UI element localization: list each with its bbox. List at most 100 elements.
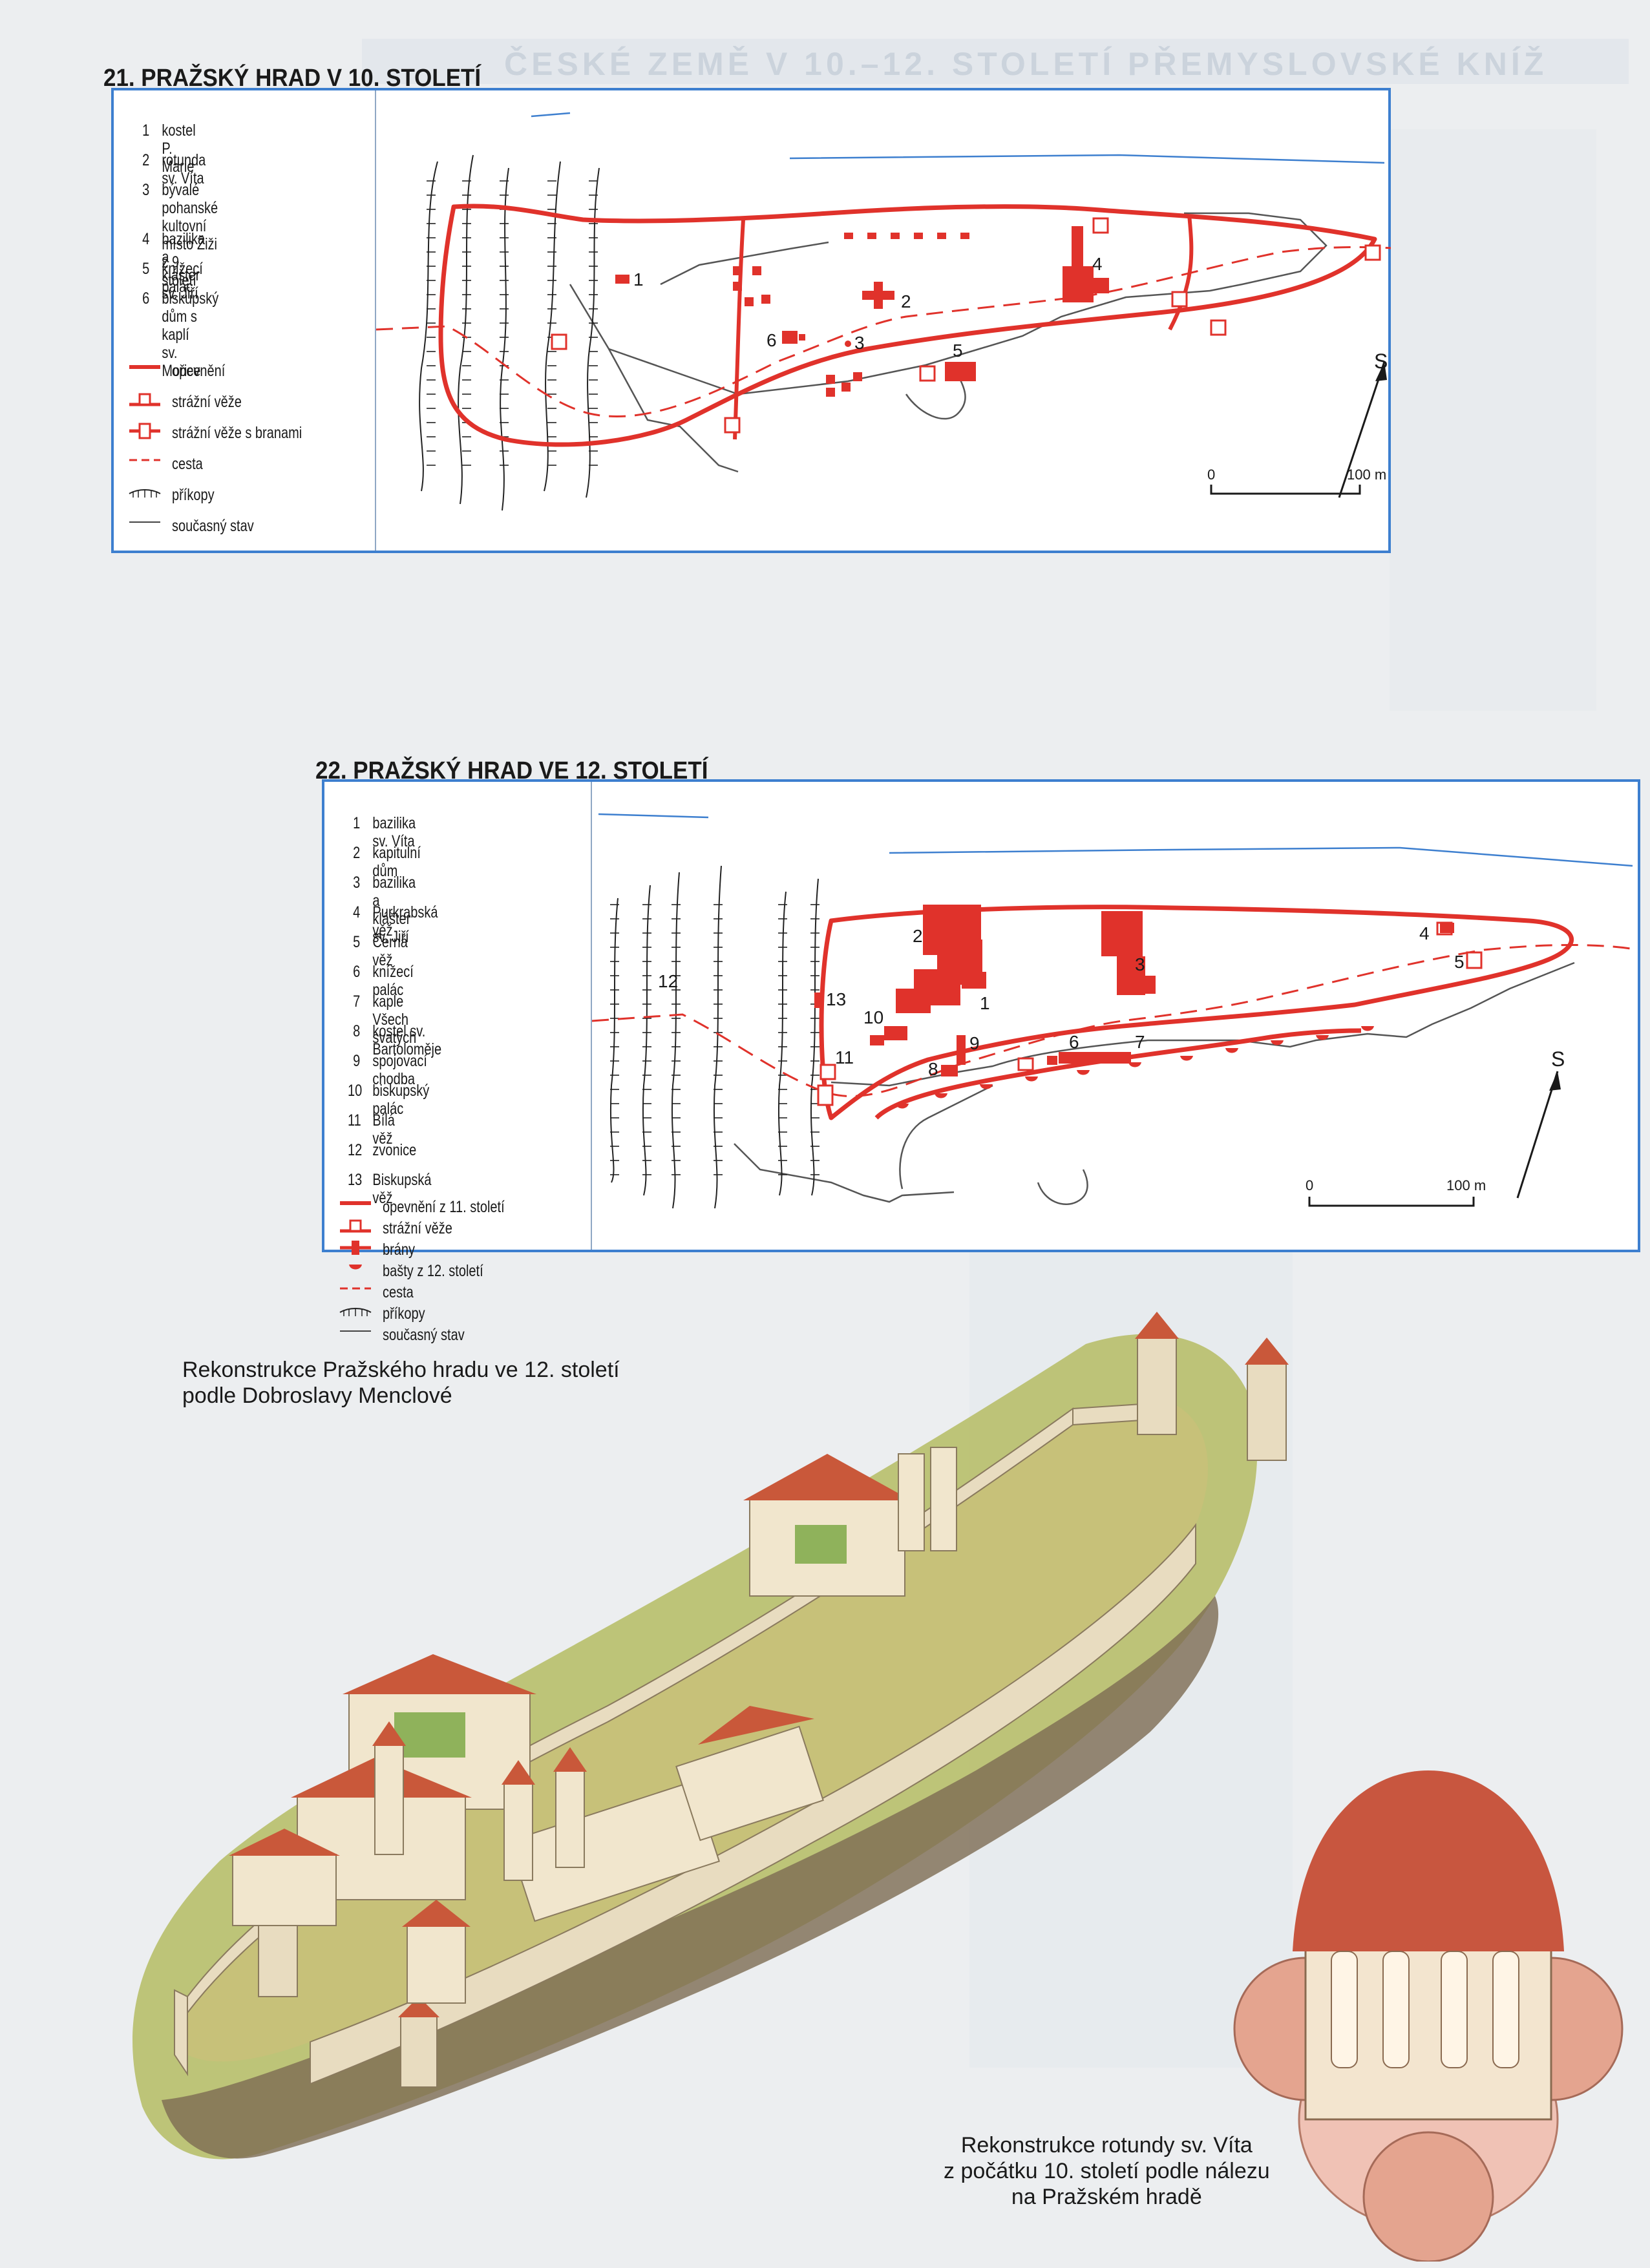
legend-text: kostel P. Marie (162, 121, 196, 176)
scale-bar (1210, 485, 1361, 495)
legend-text: spojovací chodba (372, 1052, 427, 1088)
map21-inner-wall (733, 219, 745, 440)
legend-number: 6 (353, 963, 361, 981)
moat-icon (128, 485, 162, 502)
map22-label-9: 9 (969, 1033, 980, 1053)
rotunda-columns (1331, 1951, 1519, 2068)
gate-icon (339, 1239, 372, 1259)
bastion (935, 1093, 947, 1098)
legend-text: bazilika a klášter sv. Jiří (162, 230, 206, 302)
legend-number: 3 (142, 181, 150, 199)
legend-text: kaple Všech svatých (372, 992, 417, 1047)
rotunda-illustration (1233, 1770, 1624, 2262)
guard-tower-icon (339, 1218, 372, 1238)
map21-moat-ticks (427, 180, 598, 466)
legend-number: 13 (348, 1171, 363, 1189)
map21-label-2: 2 (901, 291, 911, 311)
gate-icon (817, 951, 1483, 1106)
bleed-through-header-band (362, 39, 1629, 84)
legend-number: 1 (353, 814, 361, 832)
north-arrow-head (1549, 1071, 1561, 1091)
bastion (1180, 1056, 1193, 1061)
bastion (1361, 1026, 1374, 1031)
legend-text: rotunda sv. Víta (162, 151, 206, 187)
bastion (1271, 1040, 1284, 1045)
map22-symbol-label: strážní věže (383, 1219, 452, 1237)
map21-fortification-wall (438, 204, 1377, 447)
legend-text: zvonice (372, 1141, 417, 1159)
map21-label-5: 5 (953, 341, 963, 361)
map22-scale-start: 0 (1306, 1177, 1313, 1193)
legend-text: knížecí palác (162, 260, 203, 296)
gated-tower-icon (551, 291, 1188, 434)
map22-scale-end: 100 m (1446, 1177, 1486, 1193)
legend-text: bývalé pohanské kultovní místo Žiži z 9.… (162, 181, 218, 289)
guard-tower-icon (128, 392, 162, 412)
bastion (1025, 1076, 1038, 1082)
map22-label-13: 13 (826, 989, 846, 1009)
map21-scale-start: 0 (1207, 467, 1215, 483)
map21-symbol-label: současný stav (172, 517, 254, 535)
map21-symbol-label: opevnění (172, 362, 226, 380)
map22-outer-wall (874, 1028, 1362, 1120)
bastion-icon (339, 1261, 372, 1277)
bleed-through-band (1390, 129, 1596, 711)
legend-number: 5 (142, 260, 150, 278)
map21-label-6: 6 (767, 330, 777, 350)
legend-number: 10 (348, 1082, 363, 1100)
current-state-icon (128, 516, 162, 532)
map21-river-line (531, 112, 571, 118)
map21-symbol-label: strážní věže (172, 393, 242, 411)
legend-number: 3 (353, 874, 361, 892)
north-arrow-icon (1338, 361, 1386, 498)
castle-caption: Rekonstrukce Pražského hradu ve 12. stol… (182, 1358, 620, 1408)
map22-symbol-label: současný stav (383, 1326, 465, 1344)
bleed-through-text: ČESKÉ ZEMĚ V 10.–12. STOLETÍ PŘEMYSLOVSK… (504, 46, 1548, 82)
legend-text: biskupský dům s kaplí sv. Mořice (162, 289, 219, 380)
map22-river-line (598, 813, 709, 819)
legend-number: 5 (353, 933, 361, 951)
map21-river-line (789, 154, 1385, 164)
map22-symbol-label: opevnění z 11. století (383, 1198, 505, 1216)
map22-label-11: 11 (835, 1047, 854, 1067)
rotunda-roof (1293, 1770, 1564, 1951)
bastion-icon (896, 1026, 1374, 1109)
gated-tower-icon (128, 423, 162, 443)
map21-current-outline (569, 212, 1327, 473)
bastion (1128, 1062, 1141, 1067)
map22-buildings (814, 905, 1454, 1076)
map21-symbol-label: příkopy (172, 486, 215, 504)
moat-icon (339, 1303, 372, 1321)
legend-text: bazilika sv. Víta (372, 814, 416, 850)
legend-text: Černá věž (372, 933, 408, 969)
moat-icon (419, 154, 600, 511)
bastion (1225, 1048, 1238, 1053)
map22-river-line (889, 846, 1633, 867)
legend-text: kostel sv. Bartoloměje (372, 1022, 442, 1058)
bastion (896, 1104, 909, 1109)
bastion (1077, 1070, 1090, 1075)
map21-scale-end: 100 m (1347, 467, 1386, 483)
north-arrow-head (1375, 362, 1387, 381)
map22-north-label: S (1551, 1047, 1565, 1071)
bastion (980, 1084, 993, 1089)
map22-moat-ticks (610, 904, 820, 1175)
legend-text: kapitulní dům (372, 844, 421, 880)
fortification-line-icon (128, 361, 162, 377)
map22-symbol-label: cesta (383, 1283, 414, 1301)
current-state-icon (339, 1325, 372, 1341)
map22-label-5: 5 (1454, 952, 1465, 972)
map21-label-3: 3 (854, 333, 865, 353)
legend-number: 4 (142, 230, 150, 248)
map21-symbol-label: strážní věže s branami (172, 424, 302, 442)
legend-text: biskupský palác (372, 1082, 430, 1118)
legend-number: 11 (348, 1111, 361, 1129)
legend-number: 6 (142, 289, 150, 308)
legend-text: bazilika a klášter sv. Jiří (372, 874, 416, 946)
legend-number: 4 (353, 903, 361, 921)
legend-text: knížecí palác (372, 963, 414, 999)
map21-north-label: S (1374, 350, 1388, 373)
st-george-monastery (743, 1447, 957, 1597)
